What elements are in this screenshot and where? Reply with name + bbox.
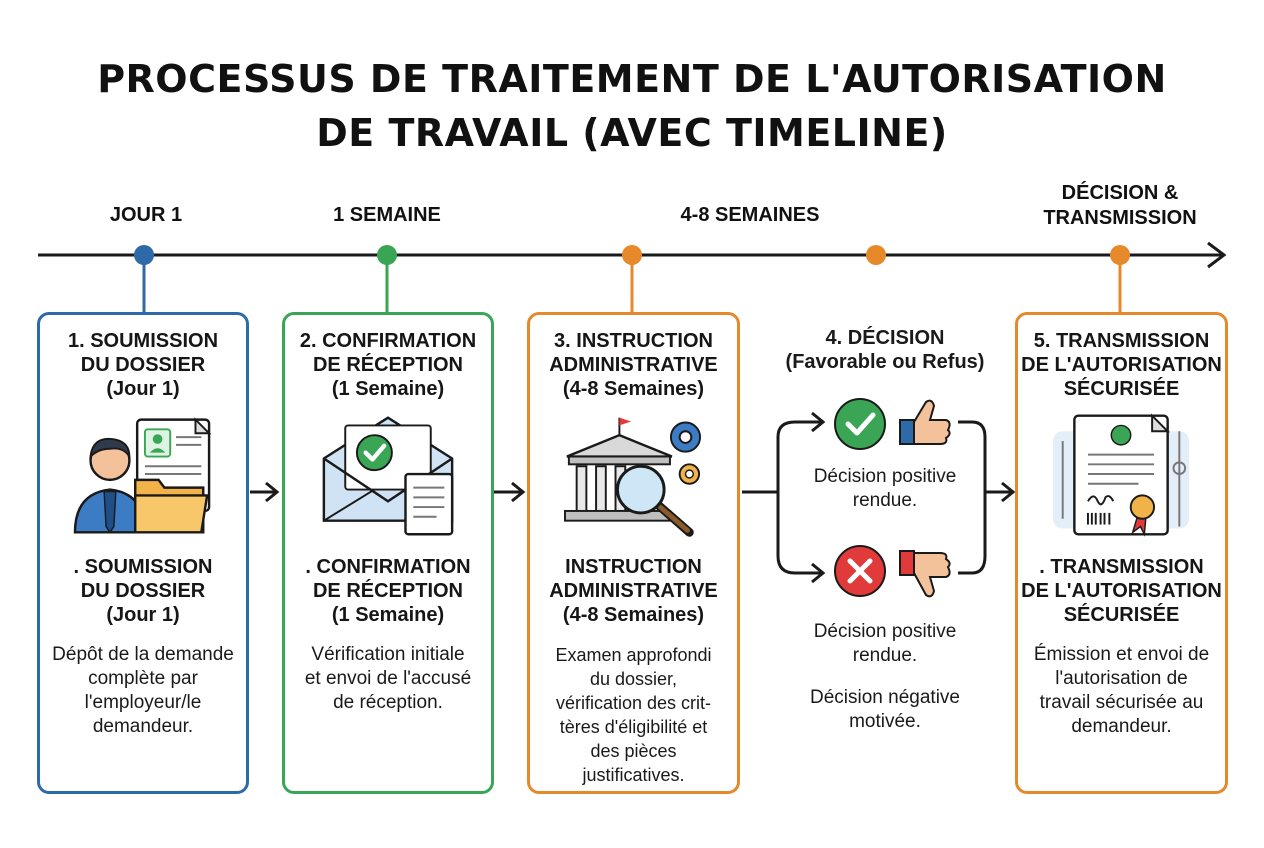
step-5-description-line: Émission et envoi de [1033,644,1210,665]
step-1-description: Dépôt de la demande complète par l'emplo… [46,643,240,739]
flow-arrow-2-3 [494,481,526,503]
step-2-heading-line: (1 Semaine) [331,378,445,400]
step-3-heading-line: 3. INSTRUCTION [554,330,713,352]
step-3-heading-line: (4-8 Semaines) [562,378,705,400]
decision-negative-line: motivée. [849,711,921,732]
decision-positive-line: rendue. [852,490,918,511]
step-2-description-line: de réception. [333,692,443,713]
decision-refusal-caption-line: Décision positive [813,621,957,642]
step-2-subheading-line: (1 Semaine) [331,604,445,626]
step-1-description-line: demandeur. [92,716,194,737]
secure-certificate-icon [1052,413,1190,537]
step-5-heading-line: DE L'AUTORISATION [1021,354,1222,376]
step-3-description-line: Examen approfondi [555,645,712,665]
step-3-subheading-line: ADMINISTRATIVE [549,580,718,602]
step-card-instruction: 3. INSTRUCTION ADMINISTRATIVE (4-8 Semai… [527,312,740,794]
step-2-description-line: et envoi de l'accusé [304,668,472,689]
step-1-heading-line: DU DOSSIER [80,354,206,376]
step-1-heading-line: (Jour 1) [106,378,180,400]
step-2-subheading: . CONFIRMATION DE RÉCEPTION (1 Semaine) [285,555,491,627]
flow-arrow-1-2 [250,481,280,503]
step-1-description-line: Dépôt de la demande [52,644,234,665]
step-2-heading-line: DE RÉCEPTION [312,354,464,376]
step-5-description-line: travail sécurisée au [1039,692,1204,713]
title-line-1: PROCESSUS DE TRAITEMENT DE L'AUTORISATIO… [97,57,1167,101]
applicant-folder-icon [73,417,212,534]
step-4-heading-line: (Favorable ou Refus) [785,351,985,373]
decision-negative-text: Décision négative motivée. [770,686,1000,734]
envelope-check-icon [322,416,454,536]
diagram-title: PROCESSUS DE TRAITEMENT DE L'AUTORISATIO… [0,52,1264,160]
title-line-2: DE TRAVAIL (AVEC TIMELINE) [316,111,948,155]
step-1-subheading-line: DU DOSSIER [80,580,206,602]
step-4-heading: 4. DÉCISION (Favorable ou Refus) [770,326,1000,374]
step-card-confirmation: 2. CONFIRMATION DE RÉCEPTION (1 Semaine)… [282,312,494,794]
timeline-dot-1-semaine [377,245,397,265]
step-5-heading: 5. TRANSMISSION DE L'AUTORISATION SÉCURI… [1018,329,1225,401]
flow-arrow-4-5 [958,420,1016,575]
approval-thumbs-up-icon [834,398,951,450]
step-3-description-line: vérification des crit- [555,693,712,713]
step-3-description-line: du dossier, [589,669,678,689]
step-2-description-line: Vérification initiale [311,644,465,665]
step-1-heading: 1. SOUMISSION DU DOSSIER (Jour 1) [40,329,246,401]
step-3-heading: 3. INSTRUCTION ADMINISTRATIVE (4-8 Semai… [530,329,737,401]
step-5-heading-line: 5. TRANSMISSION [1033,330,1210,352]
step-1-description-line: l'employeur/le [84,692,202,713]
decision-refusal-caption: Décision positive rendue. [770,620,1000,668]
step-5-subheading-line: SÉCURISÉE [1063,604,1180,626]
step-5-description-line: l'autorisation de [1055,668,1188,689]
step-5-subheading: . TRANSMISSION DE L'AUTORISATION SÉCURIS… [1018,555,1225,627]
timeline-dot-transmission [1110,245,1130,265]
timeline-label-decision: DÉCISION & TRANSMISSION [1020,181,1220,231]
refusal-thumbs-down-icon [834,545,951,598]
timeline-label-1-semaine: 1 SEMAINE [333,204,441,226]
step-2-heading: 2. CONFIRMATION DE RÉCEPTION (1 Semaine) [285,329,491,401]
government-building-magnifier-icon [564,417,702,537]
step-3-subheading: INSTRUCTION ADMINISTRATIVE (4-8 Semaines… [530,555,737,627]
timeline-dot-jour-1 [134,245,154,265]
step-3-subheading-line: (4-8 Semaines) [562,604,705,626]
step-2-heading-line: 2. CONFIRMATION [299,330,477,352]
timeline-arrowhead [1207,241,1227,269]
step-5-subheading-line: DE L'AUTORISATION [1021,580,1222,602]
decision-positive-text: Décision positive rendue. [770,465,1000,513]
timeline-dot-decision [866,245,886,265]
step-1-heading-line: 1. SOUMISSION [67,330,219,352]
step-5-subheading-line: . TRANSMISSION [1039,556,1204,578]
step-card-soumission: 1. SOUMISSION DU DOSSIER (Jour 1) . SOUM… [37,312,249,794]
step-card-transmission: 5. TRANSMISSION DE L'AUTORISATION SÉCURI… [1015,312,1228,794]
decision-negative-line: Décision négative [810,687,960,708]
step-2-subheading-line: . CONFIRMATION [305,556,471,578]
step-3-description-line: justificatives. [582,765,685,785]
timeline-label-4-8-semaines: 4-8 SEMAINES [680,204,820,226]
step-1-description-line: complète par [88,668,198,689]
step-2-subheading-line: DE RÉCEPTION [312,580,464,602]
step-5-heading-line: SÉCURISÉE [1063,378,1180,400]
decision-positive-line: Décision positive [813,466,957,487]
decision-refusal-caption-line: rendue. [852,645,918,666]
step-3-description-line: des pièces [590,741,677,761]
step-1-subheading: . SOUMISSION DU DOSSIER (Jour 1) [40,555,246,627]
step-2-description: Vérification initiale et envoi de l'accu… [291,643,485,715]
step-4-heading-line: 4. DÉCISION [825,327,945,349]
timeline-label-jour-1: JOUR 1 [109,204,183,226]
step-3-heading-line: ADMINISTRATIVE [549,354,718,376]
step-5-description: Émission et envoi de l'autorisation de t… [1024,643,1219,739]
step-3-description-line: tères d'éligibilité et [559,717,708,737]
timeline-dot-instruction [622,245,642,265]
step-5-description-line: demandeur. [1071,716,1172,737]
step-1-subheading-line: . SOUMISSION [73,556,213,578]
flow-arrow-3-4 [742,411,826,584]
timeline-label-decision-line-1: DÉCISION & [1061,182,1179,204]
step-3-description: Examen approfondi du dossier, vérificati… [536,643,731,787]
step-3-subheading-line: INSTRUCTION [565,556,702,578]
step-1-subheading-line: (Jour 1) [106,604,180,626]
timeline-label-decision-line-2: TRANSMISSION [1043,207,1197,229]
